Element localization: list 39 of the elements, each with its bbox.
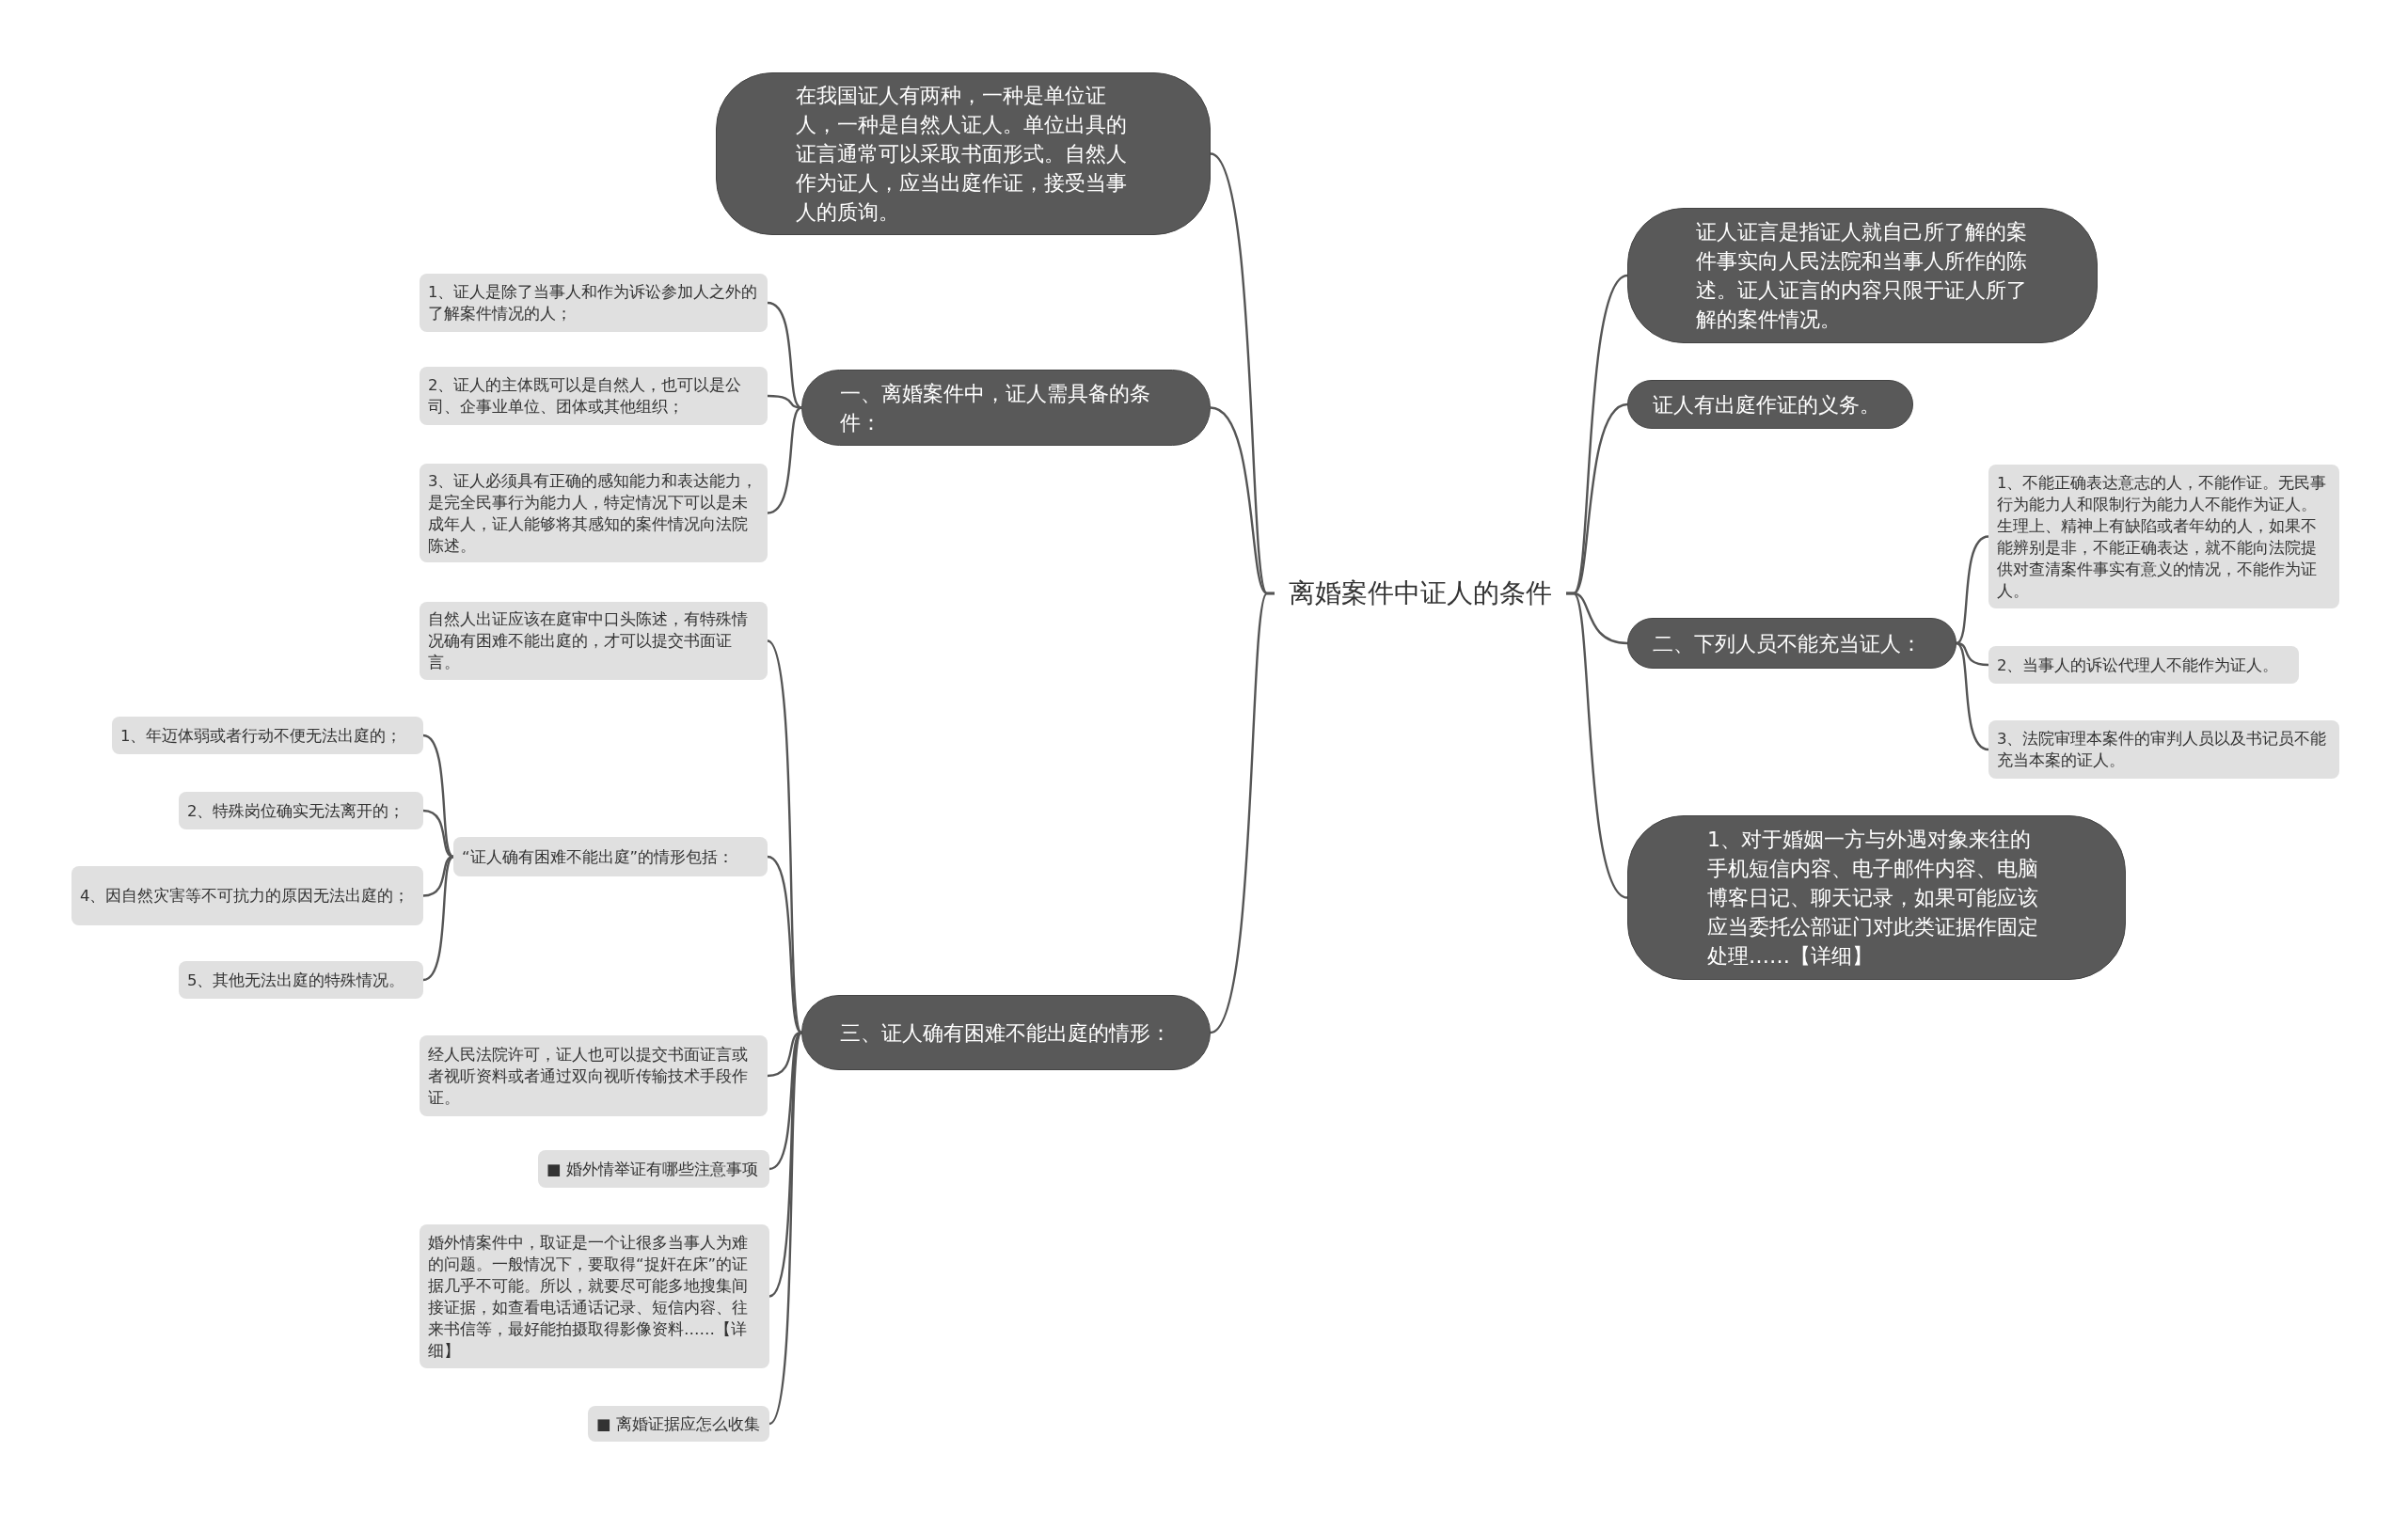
note-box: 婚外情案件中，取证是一个让很多当事人为难的问题。一般情况下，要取得“捉奸在床”的证据几乎不可能。所以，就要尽可能多地搜集间接证据，如查看电话通话记录、短信内容、往来书信等，最好能拍摄取得影像资料……【详细】 [420, 1224, 769, 1368]
connector-line [767, 855, 802, 1034]
topic-pill: 证人有出庭作证的义务。 [1627, 380, 1913, 429]
topic-pill: 1、对于婚姻一方与外遇对象来往的手机短信内容、电子邮件内容、电脑博客日记、聊天记录，如果可能应该应当委托公部证门对此类证据作固定处理……【详细】 [1627, 815, 2126, 980]
note-box: 5、其他无法出庭的特殊情况。 [179, 961, 423, 999]
note-box: 2、证人的主体既可以是自然人，也可以是公司、企事业单位、团体或其他组织； [420, 367, 768, 425]
topic-pill: 一、离婚案件中，证人需具备的条件： [801, 370, 1211, 446]
note-box: 1、证人是除了当事人和作为诉讼参加人之外的了解案件情况的人； [420, 274, 768, 332]
note-box: 自然人出证应该在庭审中口头陈述，有特殊情况确有困难不能出庭的，才可以提交书面证言。 [420, 602, 768, 680]
connector-line [1956, 535, 1989, 645]
connector-line [422, 856, 454, 982]
topic-pill: 证人证言是指证人就自己所了解的案件事实向人民法院和当事人所作的陈述。证人证言的内容只限于证人所了解的案件情况。 [1627, 208, 2098, 343]
connector-line [767, 406, 802, 514]
connector-line [767, 1031, 802, 1078]
note-box: ■ 婚外情举证有哪些注意事项 [538, 1150, 769, 1188]
connector-line [1956, 641, 1989, 667]
note-box: 经人民法院许可，证人也可以提交书面证言或者视听资料或者通过双向视听传输技术手段作证。 [420, 1035, 768, 1116]
connector-line [422, 734, 454, 858]
topic-pill: 在我国证人有两种，一种是单位证人，一种是自然人证人。单位出具的证言通常可以采取书面形式。自然人作为证人，应当出庭作证，接受当事人的质询。 [716, 72, 1211, 235]
note-box: 1、不能正确表达意志的人，不能作证。无民事行为能力人和限制行为能力人不能作为证人。生理上、精神上有缺陷或者年幼的人，如果不能辨别是非，不能正确表达，就不能向法院提供对查清案件事实有意义的情况，不能作为证人。 [1988, 465, 2339, 608]
connector-line [1210, 592, 1275, 1034]
topic-pill: 二、下列人员不能充当证人： [1627, 618, 1956, 669]
note-box: 3、证人必须具有正确的感知能力和表达能力，是完全民事行为能力人，特定情况下可以是未成年人，证人能够将其感知的案件情况向法院陈述。 [420, 464, 768, 562]
note-box: “证人确有困难不能出庭”的情形包括： [453, 837, 768, 876]
note-box: 2、当事人的诉讼代理人不能作为证人。 [1988, 646, 2299, 684]
note-box: 2、特殊岗位确实无法离开的； [179, 792, 423, 829]
connector-line [1566, 592, 1628, 899]
connector-line [768, 1032, 802, 1298]
topic-pill: 三、证人确有困难不能出庭的情形： [801, 995, 1211, 1070]
note-box: 1、年迈体弱或者行动不便无法出庭的； [112, 717, 423, 754]
note-box: ■ 离婚证据应怎么收集 [588, 1406, 769, 1442]
connector-line [1956, 641, 1989, 751]
central-topic: 离婚案件中证人的条件 [1275, 572, 1566, 615]
note-box: 3、法院审理本案件的审判人员以及书记员不能充当本案的证人。 [1988, 720, 2339, 779]
note-box: 4、因自然灾害等不可抗力的原因无法出庭的； [71, 866, 423, 925]
connector-line [422, 809, 454, 859]
connector-line [767, 639, 803, 1034]
connector-line [768, 1032, 803, 1425]
connector-line [767, 301, 802, 409]
